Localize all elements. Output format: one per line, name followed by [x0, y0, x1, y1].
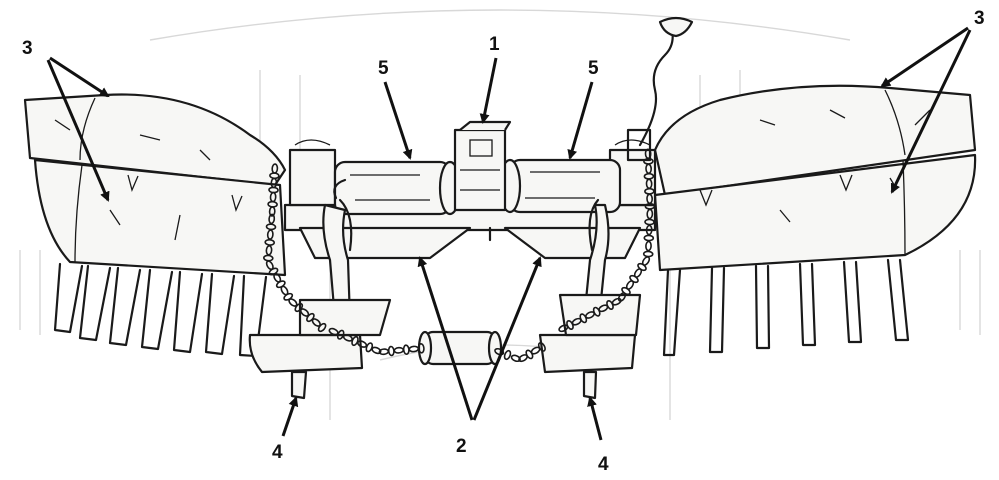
- callout-4-left-label: 4: [272, 442, 283, 463]
- chain-link: [503, 349, 512, 361]
- chain-link: [268, 213, 276, 225]
- chain-link: [642, 250, 654, 258]
- left-chain: [263, 163, 327, 333]
- callout-5-right-label: 5: [588, 58, 599, 79]
- right-gathering-assembly: [653, 84, 977, 357]
- callout-4-right-label: 4: [598, 454, 609, 475]
- callout-1-label: 1: [489, 34, 500, 55]
- left-roller: [333, 160, 462, 216]
- drive-shaft: [417, 330, 503, 366]
- chain-link: [402, 344, 410, 355]
- chain-link: [494, 347, 505, 356]
- right-chain: [558, 148, 656, 333]
- right-brace: [503, 226, 642, 260]
- chain-link: [643, 234, 655, 242]
- chain-link: [645, 240, 652, 252]
- chain-link: [644, 218, 655, 226]
- callout-3-left-label: 3: [22, 38, 33, 59]
- chain-link: [645, 224, 653, 236]
- lift-cable: [626, 16, 694, 162]
- chain-link: [317, 322, 327, 333]
- center-gearbox: [453, 120, 512, 242]
- chain-link: [393, 346, 405, 354]
- callout-5-left-label: 5: [378, 58, 389, 79]
- chain-link: [408, 345, 420, 353]
- chain-link: [387, 345, 395, 357]
- chain-link: [558, 324, 569, 333]
- left-skid-shoe: [248, 298, 392, 400]
- chain-link: [537, 342, 546, 352]
- left-tines: [53, 262, 268, 358]
- bottom-chain: [328, 327, 546, 363]
- left-lower-skirt: [33, 158, 287, 277]
- chain-link: [646, 208, 654, 220]
- left-upper-hood: [23, 93, 287, 187]
- callouts: 1 5 5 3 3 2 4 4: [22, 8, 985, 475]
- chain-link: [371, 346, 382, 355]
- left-gathering-assembly: [23, 93, 287, 358]
- background-ghost-lines: [19, 9, 981, 420]
- right-skid-shoe: [538, 293, 642, 400]
- right-lift-arm: [583, 198, 610, 312]
- callout-3-right-label: 3: [974, 8, 985, 29]
- chain-link: [617, 292, 627, 302]
- right-tines: [662, 258, 910, 357]
- chain-link: [268, 206, 276, 217]
- chain-link: [417, 343, 425, 354]
- chain-link: [264, 238, 275, 246]
- callout-2-label: 2: [456, 436, 467, 457]
- chain-link: [510, 354, 521, 363]
